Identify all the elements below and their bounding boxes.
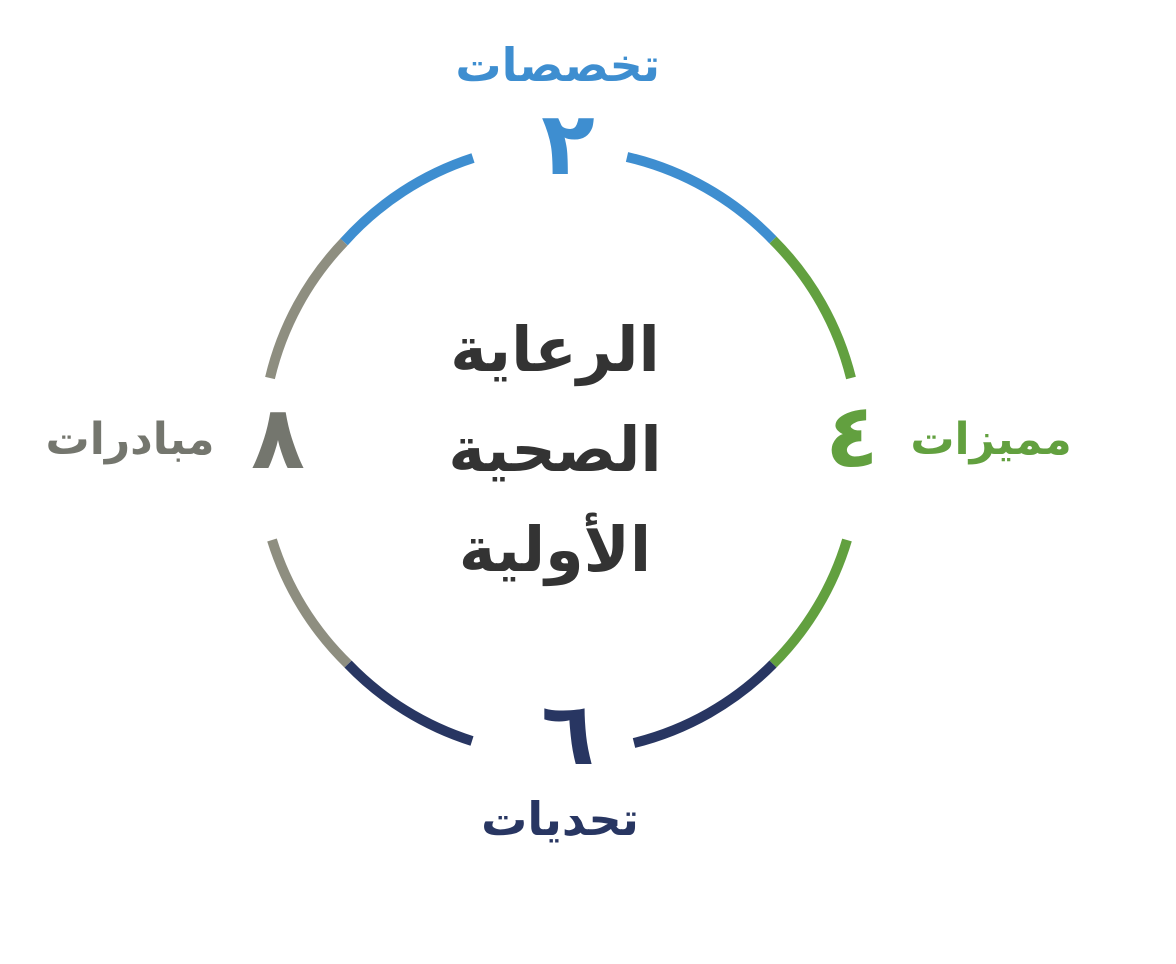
- ring-segment-upper-right-green: [769, 236, 856, 380]
- center-title-line-3: الأولية: [458, 513, 652, 586]
- ring-segment-bottom-right-navy: [632, 660, 777, 748]
- ring-segment-upper-left-gray: [265, 238, 348, 380]
- ring-segment-lower-left-gray: [267, 538, 352, 668]
- ring-segment-bottom-left-navy: [344, 660, 474, 746]
- ring-segment-lower-right-green: [769, 538, 852, 668]
- section-label-right: مميزات: [910, 414, 1072, 465]
- section-label-top: تخصصات: [455, 38, 660, 92]
- section-number-bottom: ٦: [541, 682, 595, 785]
- section-number-left: ٨: [251, 386, 305, 489]
- section-label-bottom: تحديات: [481, 792, 639, 846]
- center-title-line-2: الصحية: [448, 413, 662, 486]
- section-label-left: مبادرات: [45, 414, 215, 465]
- ring-segment-top-left-blue: [340, 153, 475, 246]
- center-title: الرعاية الصحية الأولية: [400, 300, 710, 600]
- section-number-right: ٤: [825, 384, 879, 487]
- ring-segment-top-right-blue: [625, 152, 777, 244]
- center-title-line-1: الرعاية: [450, 313, 660, 386]
- section-number-top: ٢: [541, 92, 595, 195]
